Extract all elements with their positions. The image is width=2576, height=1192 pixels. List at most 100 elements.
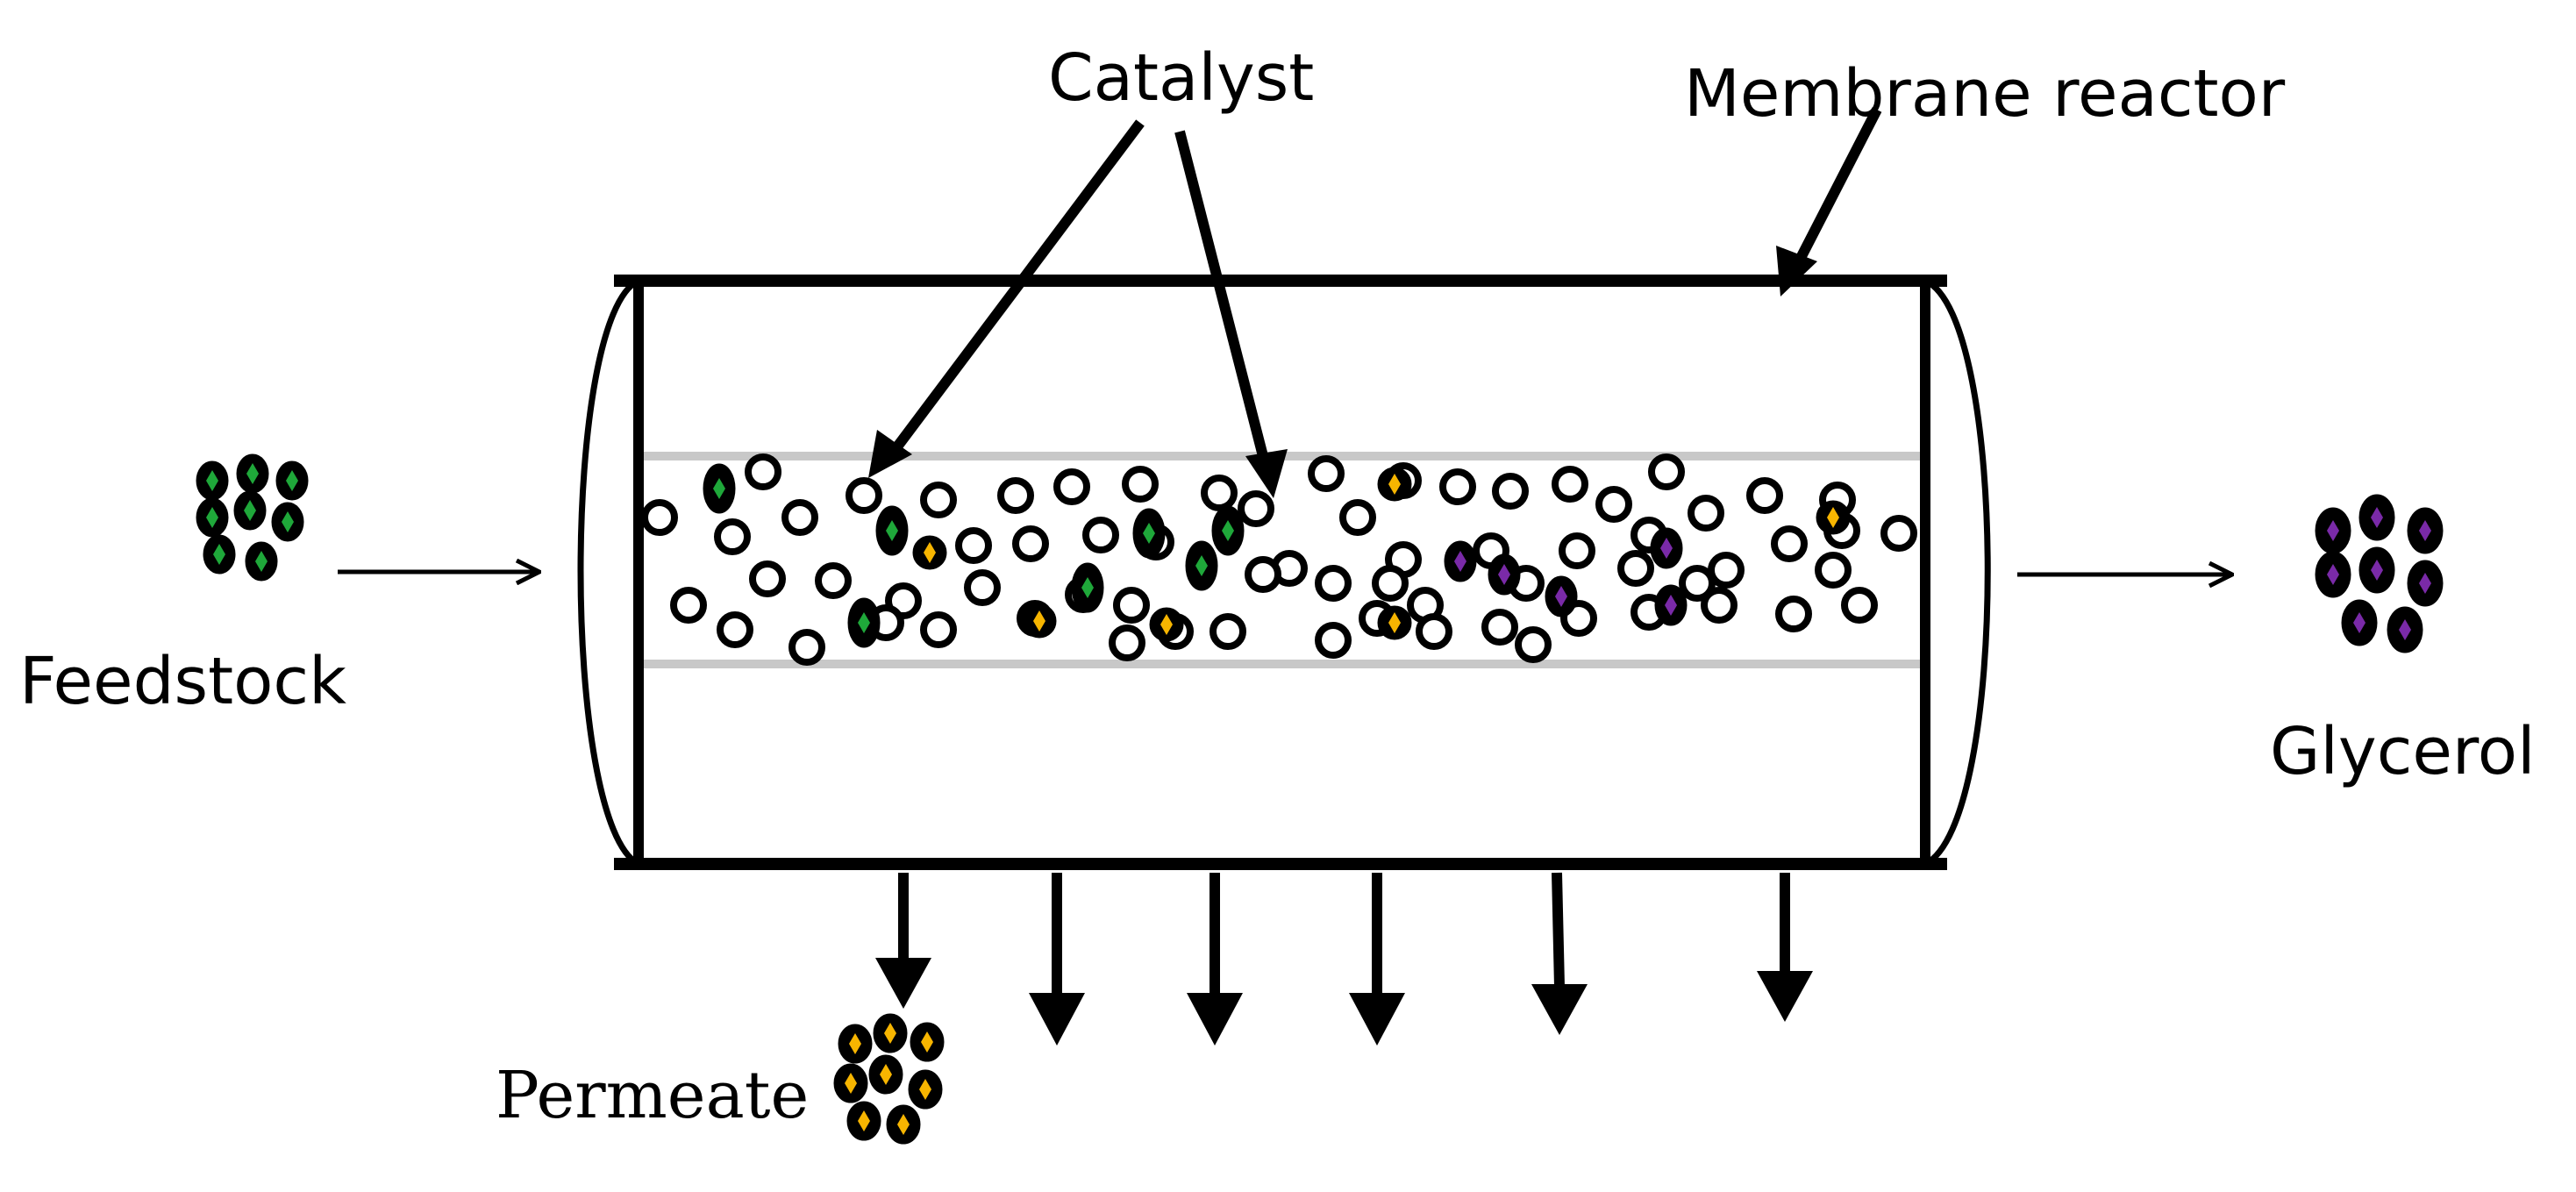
feedstock-particle-core bbox=[886, 520, 898, 541]
membrane-bead bbox=[670, 587, 707, 624]
membrane-bead bbox=[1372, 565, 1409, 602]
membrane-bead bbox=[1122, 466, 1159, 503]
feedstock-particle-core bbox=[1195, 555, 1208, 576]
membrane-bead bbox=[1053, 468, 1090, 505]
glycerol-particle-core bbox=[2371, 507, 2383, 528]
permeate-particle-core bbox=[897, 1114, 910, 1135]
glycerol-particle-core bbox=[2353, 612, 2365, 633]
feedstock-label: Feedstock bbox=[19, 644, 346, 719]
feedstock-particle-core bbox=[286, 470, 298, 491]
membrane-bead bbox=[1880, 515, 1917, 552]
membrane-bead bbox=[964, 569, 1001, 606]
glycerol-particle-core bbox=[1498, 564, 1510, 585]
catalyst-label: Catalyst bbox=[1048, 40, 1315, 116]
membrane-bead bbox=[1238, 490, 1274, 527]
glycerol-particle-core bbox=[2419, 520, 2431, 541]
membrane-bead bbox=[1617, 550, 1654, 587]
membrane-bead bbox=[1308, 455, 1345, 492]
permeate-particle-core bbox=[880, 1064, 892, 1085]
permeate-particle-core bbox=[1388, 474, 1401, 495]
feedstock-particle-core bbox=[713, 478, 725, 499]
membrane-bead bbox=[788, 629, 825, 666]
membrane-bead bbox=[997, 477, 1034, 514]
membrane-bead bbox=[1559, 532, 1595, 569]
permeate-particle-core bbox=[884, 1023, 896, 1044]
membrane-beads bbox=[641, 453, 1917, 666]
membrane-bead bbox=[1113, 587, 1150, 624]
glycerol-particle-core bbox=[2419, 573, 2431, 594]
glycerol-particle-core bbox=[1665, 595, 1677, 616]
membrane-bead bbox=[1082, 517, 1119, 553]
membrane-reactor-pointer-arrow bbox=[1776, 107, 1882, 296]
feedstock-particle-core bbox=[282, 511, 294, 532]
glycerol-particle-core bbox=[1660, 538, 1673, 559]
membrane-bead bbox=[1552, 466, 1588, 503]
membrane-bead bbox=[1679, 565, 1716, 602]
permeate-particle-core bbox=[1033, 610, 1045, 632]
glycerol-label: Glycerol bbox=[2270, 714, 2536, 789]
membrane-bead bbox=[1775, 596, 1812, 632]
permeate-particle-core bbox=[924, 542, 936, 563]
membrane-bead bbox=[1315, 565, 1352, 602]
permeate-particle-core bbox=[858, 1110, 870, 1131]
membrane-bead bbox=[1201, 475, 1238, 511]
glycerol-particle-cluster bbox=[2315, 494, 2444, 653]
feedstock-particle-core bbox=[206, 470, 218, 491]
membrane-bead bbox=[1481, 609, 1518, 646]
membrane-bead bbox=[714, 518, 751, 555]
membrane-bead bbox=[1492, 473, 1529, 510]
glycerol-particle-core bbox=[1555, 586, 1567, 607]
permeate-particle-core bbox=[921, 1031, 933, 1053]
membrane-bead bbox=[1210, 613, 1246, 650]
membrane-bead bbox=[1815, 552, 1852, 589]
permeate-particle-cluster bbox=[833, 1013, 945, 1145]
feedstock-particle-core bbox=[858, 612, 870, 633]
glycerol-particle-core bbox=[1454, 551, 1466, 572]
membrane-bead bbox=[749, 560, 786, 597]
reactor-right-cap bbox=[1923, 277, 1991, 867]
glycerol-particle-core bbox=[2371, 560, 2383, 581]
membrane-bead bbox=[1648, 453, 1685, 490]
membrane-bead bbox=[1701, 587, 1738, 624]
membrane-bead bbox=[1012, 525, 1049, 562]
membrane-bead bbox=[1841, 587, 1878, 624]
permeate-label: Permeate bbox=[496, 1058, 810, 1133]
membrane-bead bbox=[1688, 495, 1724, 532]
reactor-left-cap bbox=[577, 277, 640, 867]
membrane-bead bbox=[1708, 552, 1745, 589]
feedstock-particle-core bbox=[246, 463, 259, 484]
feedstock-particle-core bbox=[1222, 520, 1234, 541]
glycerol-particle-core bbox=[2327, 564, 2339, 585]
feedstock-particle-core bbox=[244, 500, 256, 521]
membrane-bead bbox=[846, 477, 882, 514]
feedstock-particle-core bbox=[1143, 523, 1155, 544]
membrane-bead bbox=[1315, 622, 1352, 659]
catalyst-pointer-arrows bbox=[868, 119, 1288, 498]
membrane-reactor-label: Membrane reactor bbox=[1684, 56, 2286, 132]
membrane-bead bbox=[815, 562, 852, 599]
permeate-particle-core bbox=[1388, 612, 1401, 633]
permeate-particle-core bbox=[845, 1073, 857, 1094]
membrane-bead bbox=[1746, 477, 1783, 514]
feedstock-particle-cluster bbox=[196, 453, 309, 582]
feedstock-particle-core bbox=[1081, 577, 1094, 598]
glycerol-particle-core bbox=[2399, 619, 2411, 640]
membrane-bead bbox=[1771, 525, 1808, 562]
membrane-bead bbox=[1515, 626, 1552, 663]
reactor-particles bbox=[703, 463, 1851, 648]
permeate-particle-core bbox=[849, 1033, 861, 1054]
permeate-particle-core bbox=[919, 1079, 931, 1100]
membrane-bead bbox=[1245, 556, 1281, 593]
membrane-bead bbox=[1416, 613, 1452, 650]
membrane-bead bbox=[641, 499, 678, 536]
feedstock-particle-core bbox=[213, 544, 225, 565]
membrane-bead bbox=[955, 527, 992, 564]
membrane-bead bbox=[1595, 486, 1632, 523]
feedstock-particle-core bbox=[255, 551, 268, 572]
membrane-bead bbox=[920, 482, 957, 518]
permeate-flow-arrows bbox=[875, 872, 1813, 1046]
permeate-particle-core bbox=[1160, 614, 1173, 635]
membrane-bead bbox=[781, 499, 818, 536]
membrane-bead bbox=[1109, 625, 1145, 661]
